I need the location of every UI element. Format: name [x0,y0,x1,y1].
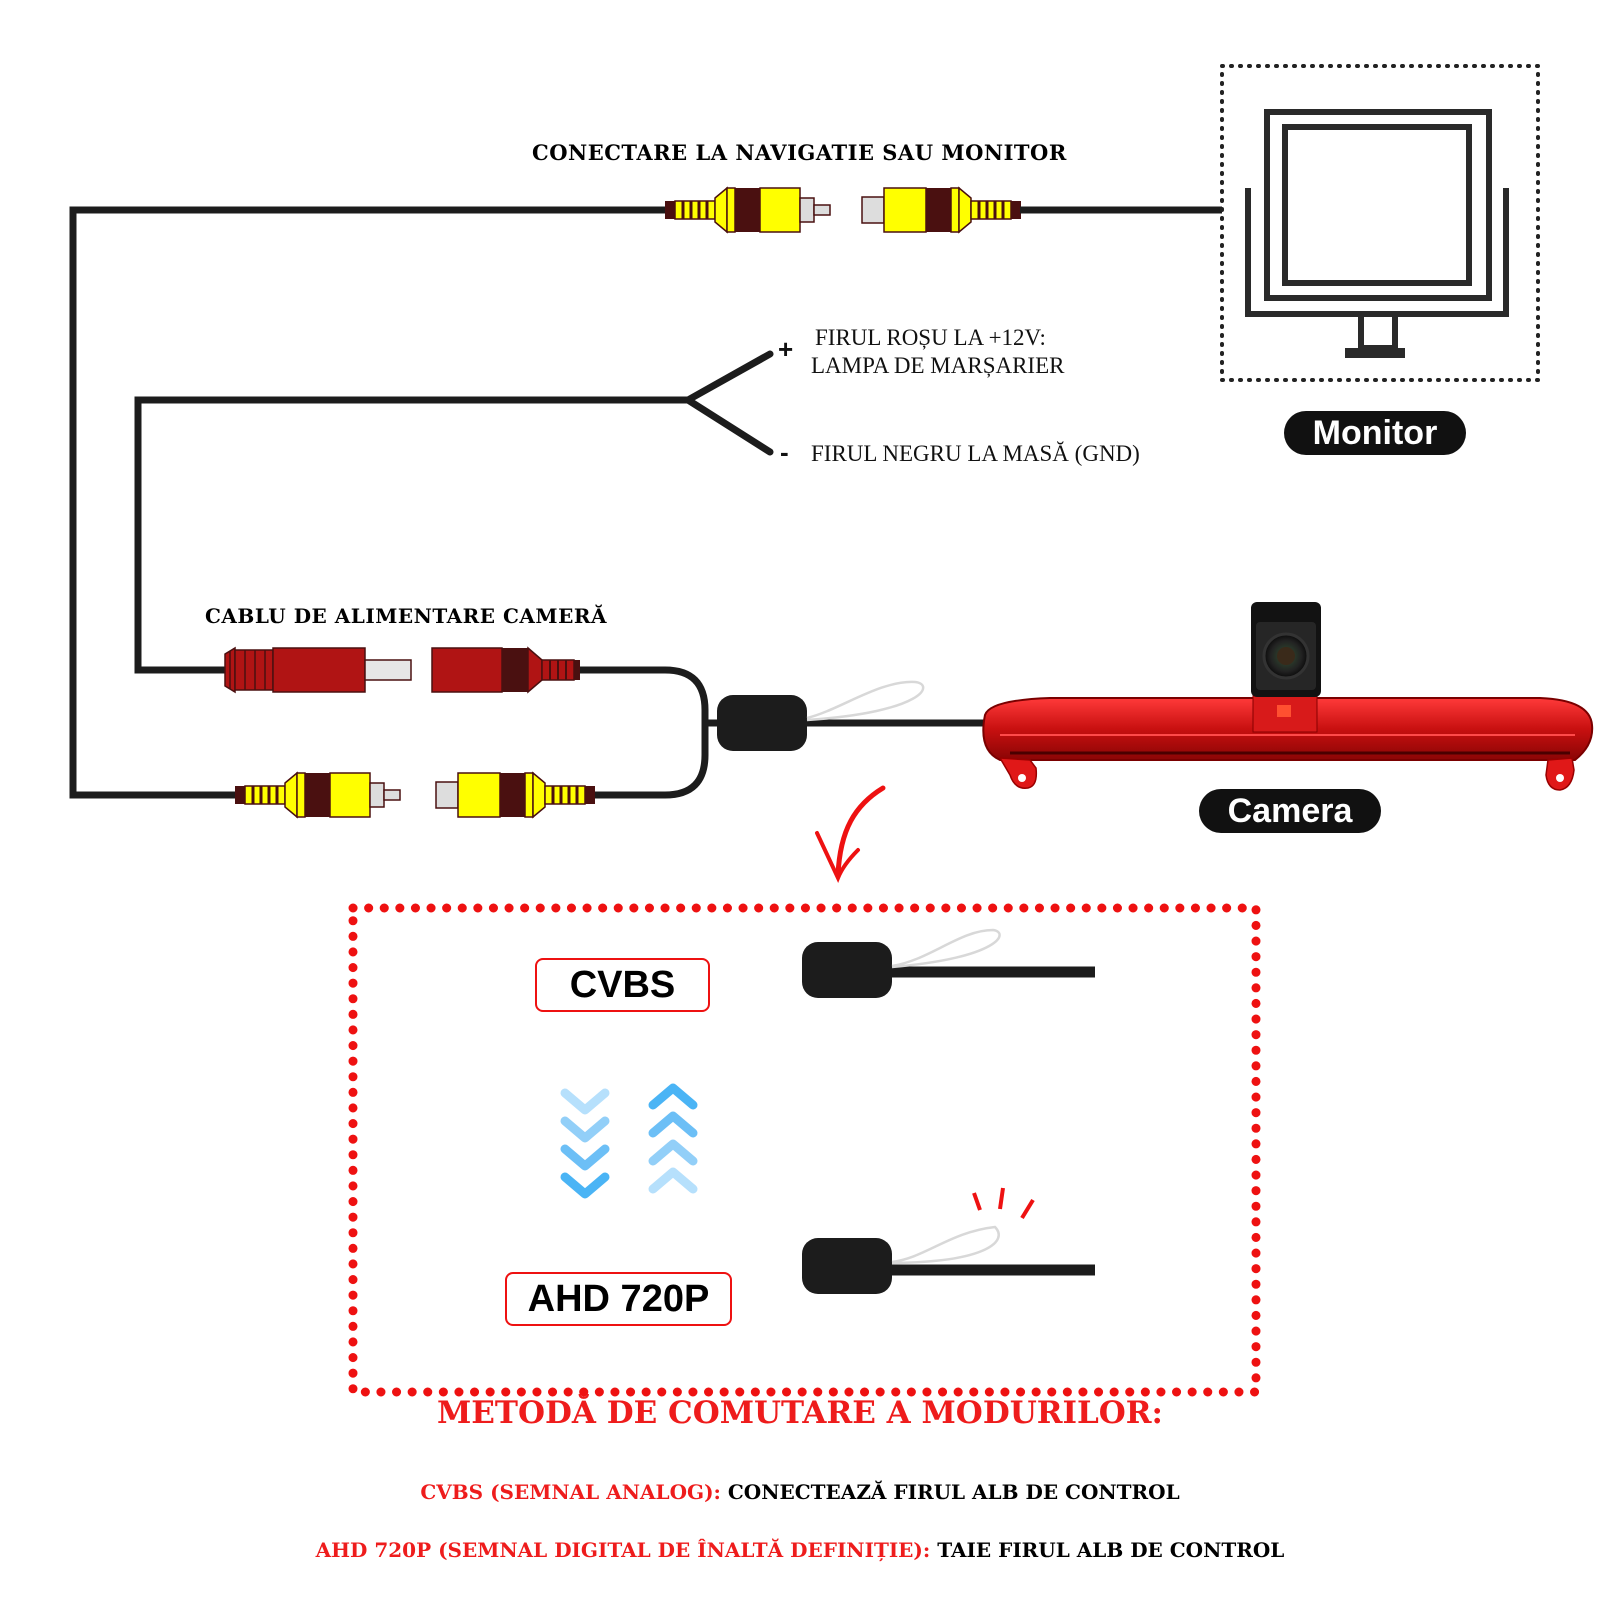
mode-switch-panel [348,903,1261,1397]
dc-plug-power [224,647,412,693]
red-wire-branch [684,350,774,404]
minus-sign: - [780,437,789,467]
camera-badge: Camera [1199,789,1381,833]
red-wire-label-line1: FIRUL ROȘU LA +12V: [815,325,1046,350]
power-cable-label: CABLU DE ALIMENTARE CAMERĂ [205,604,607,628]
ahd-module-cut [802,1187,1095,1294]
navigation-connection-label: CONECTARE LA NAVIGATIE SAU MONITOR [532,140,1067,165]
cvbs-mode-label: CVBS [535,958,710,1012]
cvbs-instruction-action: CONECTEAZĂ FIRUL ALB DE CONTROL [720,1480,1180,1504]
mode-switch-module [717,680,925,751]
down-chevrons-icon [560,1088,610,1199]
ahd-instruction-action: TAIE FIRUL ALB DE CONTROL [930,1538,1285,1562]
rca-socket-camera [434,771,597,819]
black-wire-branch [684,396,774,456]
mode-switch-title: METODĂ DE COMUTARE A MODURILOR: [436,1395,1164,1431]
rca-plug-camera [233,771,402,819]
cvbs-instruction: CVBS (SEMNAL ANALOG): CONECTEAZĂ FIRUL A… [0,1480,1600,1504]
rca-plug-navigation [663,186,832,234]
up-chevrons-icon [648,1083,698,1194]
dc-socket-power [431,647,581,693]
ahd-instruction-prefix: AHD 720P (SEMNAL DIGITAL DE ÎNALTĂ DEFIN… [315,1538,931,1562]
cvbs-module-connected [802,928,1095,998]
monitor-icon [1220,64,1540,382]
rca-socket-navigation [860,186,1023,234]
red-wire-label-line2: LAMPA DE MARȘARIER [811,353,1065,378]
monitor-badge: Monitor [1284,411,1466,455]
cvbs-instruction-prefix: CVBS (SEMNAL ANALOG): [420,1480,721,1504]
black-wire-label: FIRUL NEGRU LA MASĂ (GND) [811,441,1140,466]
red-check-arrow-icon [815,785,886,884]
camera-brake-light [982,602,1594,791]
power-cable [134,350,774,674]
cut-spark-icon [972,1192,982,1211]
ahd-instruction: AHD 720P (SEMNAL DIGITAL DE ÎNALTĂ DEFIN… [0,1538,1600,1562]
plus-sign: + [778,334,794,364]
ahd-mode-label: AHD 720P [505,1272,732,1326]
video-cable [69,206,668,799]
